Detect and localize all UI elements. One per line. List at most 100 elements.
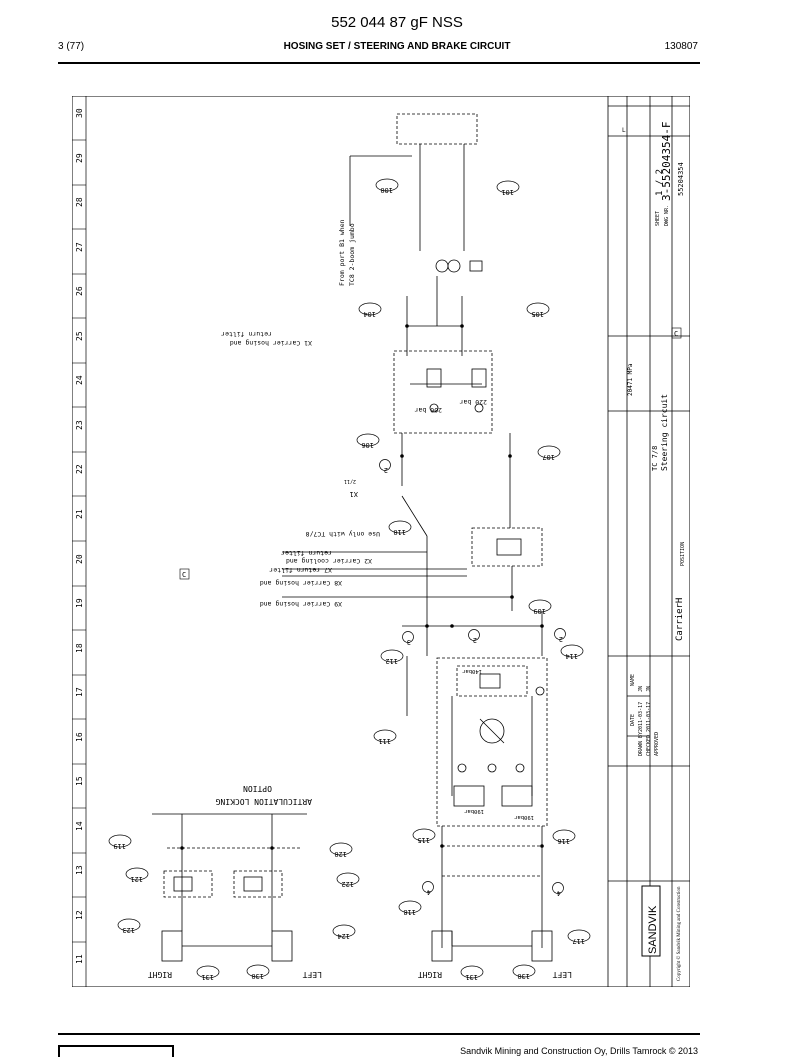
grid-num: 25: [75, 331, 84, 341]
rev-l: L: [622, 127, 626, 134]
drawn-date: 2011-03-17: [638, 702, 644, 732]
drawing-title-2: Steering circuit: [660, 394, 669, 471]
section-title: HOSING SET / STEERING AND BRAKE CIRCUIT: [283, 41, 511, 52]
header-rule: [58, 62, 700, 64]
drawing-title-1: TC 7/8: [651, 446, 659, 471]
footer-logo-box: [58, 1045, 174, 1057]
rev-number: 55204354: [677, 162, 685, 196]
footer-rule: [58, 1033, 700, 1035]
rev-c-box: C: [674, 330, 678, 338]
svg-text:SANDVIK: SANDVIK: [647, 905, 659, 954]
callout-3: 3: [407, 638, 411, 646]
callout-107: 107: [542, 453, 555, 461]
grid-numbers: 30 29 28 27 26 25 24 23 22 21 20 19 18 1…: [75, 108, 84, 964]
label-left-1: LEFT: [303, 970, 322, 979]
callout-130: 130: [251, 972, 264, 980]
callout-131-b: 131: [465, 973, 478, 981]
note-x7-filter: X7 return filter: [269, 566, 332, 574]
position-value: CarrierH: [675, 598, 685, 641]
title-block: [607, 96, 690, 987]
callout-123: 123: [122, 926, 135, 934]
grid-num: 30: [75, 108, 84, 118]
note-190-bar: 190bar: [463, 808, 484, 814]
callout-111: 111: [378, 737, 391, 745]
grid-num: 14: [75, 821, 84, 831]
port-x1-sub: 2/11: [344, 478, 356, 484]
grid-num: 26: [75, 286, 84, 296]
callout-122: 122: [341, 880, 354, 888]
grid-num: 15: [75, 776, 84, 786]
note-220-bar: 220 bar: [460, 398, 487, 406]
callout-116: 116: [557, 837, 570, 845]
sandvik-logo: SANDVIK: [641, 885, 661, 957]
note-x2-filter-2: return filter: [281, 549, 332, 557]
callout-105: 105: [531, 310, 544, 318]
name-label: NAME: [630, 674, 636, 686]
revision-boxes: C L: [622, 127, 682, 339]
zone-c-marker: C: [182, 571, 186, 579]
callouts: 100 101 104 105 106 107 110 109 112 114 …: [108, 178, 591, 981]
footer-copyright: Sandvik Mining and Construction Oy, Dril…: [460, 1046, 698, 1056]
hydraulic-schematic: 30 29 28 27 26 25 24 23 22 21 20 19 18 1…: [71, 95, 691, 988]
approved-label: APPROVED: [654, 732, 660, 756]
callout-119: 119: [113, 842, 126, 850]
callout-115: 115: [417, 836, 430, 844]
port-x1: X1: [350, 490, 358, 498]
note-x2-filter: X2 Carrier cooling and: [286, 557, 372, 565]
note-option: OPTION: [243, 784, 272, 793]
grid-num: 24: [75, 375, 84, 385]
note-140-bar: 140bar: [461, 668, 482, 674]
page-reference: 3 (77): [58, 41, 85, 52]
sheet-label: SHEET: [655, 211, 661, 226]
note-x8-carrier: X8 Carrier hosing and: [260, 579, 342, 587]
note-200-bar: 200 bar: [415, 406, 442, 414]
label-right-1: RIGHT: [148, 970, 172, 979]
note-from-port: From port B1 when: [338, 219, 346, 286]
callout-100: 100: [380, 186, 393, 194]
drawn-name: JN: [638, 686, 644, 692]
grid-num: 22: [75, 464, 84, 474]
grid-num: 21: [75, 509, 84, 519]
position-label: POSITION: [680, 542, 686, 566]
grid-num: 12: [75, 910, 84, 920]
note-190-bar-b: 190bar: [513, 814, 534, 820]
grid-num: 19: [75, 598, 84, 608]
grid-num: 18: [75, 643, 84, 653]
callout-112: 112: [385, 657, 398, 665]
grid-num: 27: [75, 242, 84, 252]
checked-date: 2011-03-17: [646, 702, 652, 732]
callout-4b: 4: [557, 889, 561, 897]
grid-num: 20: [75, 554, 84, 564]
callout-109: 109: [533, 607, 546, 615]
callout-101: 101: [501, 188, 514, 196]
note-x9-carrier: X9 Carrier hosing and: [260, 600, 342, 608]
grid-num: 17: [75, 687, 84, 697]
grid-num: 13: [75, 865, 84, 875]
dwg-label: DWG NR.: [664, 205, 670, 226]
note-tc78-only: Use only with TC7/8: [306, 530, 380, 538]
checked-label: CHECKED: [646, 735, 652, 756]
note-articulation: ARTICULATION LOCKING: [215, 797, 312, 806]
drawing-copyright: Copyright © Sandvik Mining and Construct…: [676, 886, 682, 981]
callout-130-b: 130: [517, 972, 530, 980]
grid-num: 28: [75, 197, 84, 207]
date-label: DATE: [630, 714, 636, 726]
note-x1-filter: X1 Carrier hosing and: [230, 339, 312, 347]
grid-num: 23: [75, 420, 84, 430]
dwg-number: 3-55204354-F: [660, 122, 673, 201]
grid-num: 16: [75, 732, 84, 742]
grid-num: 29: [75, 153, 84, 163]
checked-name: JN: [646, 686, 652, 692]
pressure-value: 20471 MPa: [627, 363, 634, 396]
grid-num: 11: [75, 954, 84, 964]
callout-104: 104: [363, 310, 376, 318]
callout-2b: 2: [473, 636, 477, 644]
label-right-2: RIGHT: [418, 970, 442, 979]
callout-124: 124: [337, 932, 350, 940]
drawing-sheet: 30 29 28 27 26 25 24 23 22 21 20 19 18 1…: [71, 95, 691, 988]
callout-2c: 2: [559, 635, 563, 643]
callout-110: 110: [393, 528, 406, 536]
date-code: 130807: [664, 41, 698, 52]
callout-120: 120: [334, 850, 347, 858]
callout-118: 118: [403, 908, 416, 916]
